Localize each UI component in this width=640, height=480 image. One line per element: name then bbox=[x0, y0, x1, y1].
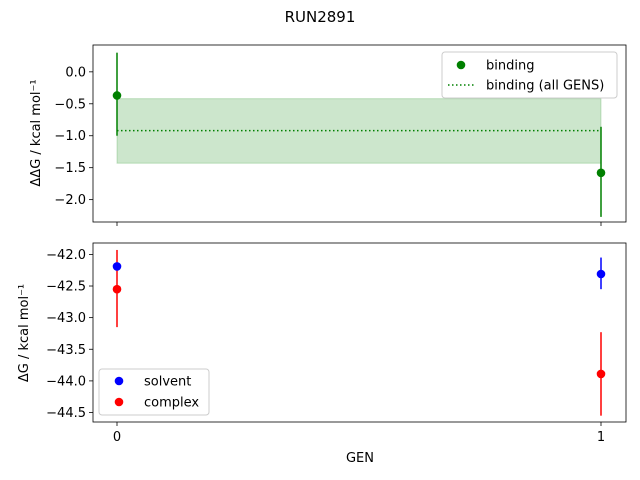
bottom-legend-solvent-marker bbox=[114, 376, 124, 386]
top-y-tick-label: −1.5 bbox=[54, 161, 86, 176]
top-y-tick-label: −0.5 bbox=[54, 97, 86, 112]
bottom-y-tick-label: −44.0 bbox=[46, 374, 86, 389]
top-frame bbox=[92, 44, 627, 223]
bottom-y-tick-label: −43.5 bbox=[46, 343, 86, 358]
top-legend-all-gens-label: binding (all GENS) bbox=[486, 79, 604, 94]
bottom-solvent-point bbox=[112, 262, 122, 271]
top-binding-point bbox=[112, 91, 122, 100]
bottom-legend-solvent-label: solvent bbox=[144, 375, 191, 390]
bottom-solvent-point bbox=[596, 269, 606, 279]
top-legend-binding-marker bbox=[456, 60, 466, 70]
bottom-legend-complex-marker bbox=[114, 397, 124, 407]
top-legend-box bbox=[441, 51, 618, 99]
bottom-legend: solvent complex bbox=[98, 368, 210, 416]
top-binding-point bbox=[596, 168, 606, 178]
bottom-complex-point bbox=[112, 284, 122, 294]
top-panel: 0.0 −0.5 −1.0 −1.5 −2.0 binding binding (all G… bbox=[54, 44, 627, 226]
bottom-y-tick-label: −43.0 bbox=[46, 311, 86, 326]
top-legend: binding binding (all GENS) bbox=[441, 51, 618, 99]
top-y-tick-label: −2.0 bbox=[54, 193, 86, 208]
bottom-complex-point bbox=[596, 369, 606, 379]
bottom-y-axis-title: ΔG / kcal mol⁻¹ bbox=[17, 284, 32, 382]
x-axis-title: GEN bbox=[346, 451, 374, 466]
top-legend-binding-label: binding bbox=[486, 59, 534, 74]
bottom-y-tick-label: −42.0 bbox=[46, 248, 86, 263]
bottom-x-tick-label: 1 bbox=[597, 430, 605, 445]
bottom-panel: −42.0 −42.5 −43.0 −43.5 −44.0 −44.5 0 1 solvent c… bbox=[46, 242, 627, 445]
bottom-legend-box bbox=[98, 368, 210, 416]
top-y-axis-title: ΔΔG / kcal mol⁻¹ bbox=[29, 79, 44, 186]
top-y-tick-label: 0.0 bbox=[65, 65, 86, 80]
bottom-legend-complex-label: complex bbox=[144, 396, 199, 411]
bottom-x-tick-label: 0 bbox=[113, 430, 121, 445]
bottom-y-tick-label: −44.5 bbox=[46, 406, 86, 421]
top-y-tick-label: −1.0 bbox=[54, 129, 86, 144]
bottom-frame bbox=[92, 242, 627, 423]
bottom-y-tick-label: −42.5 bbox=[46, 280, 86, 295]
chart-title: RUN2891 bbox=[285, 8, 356, 26]
